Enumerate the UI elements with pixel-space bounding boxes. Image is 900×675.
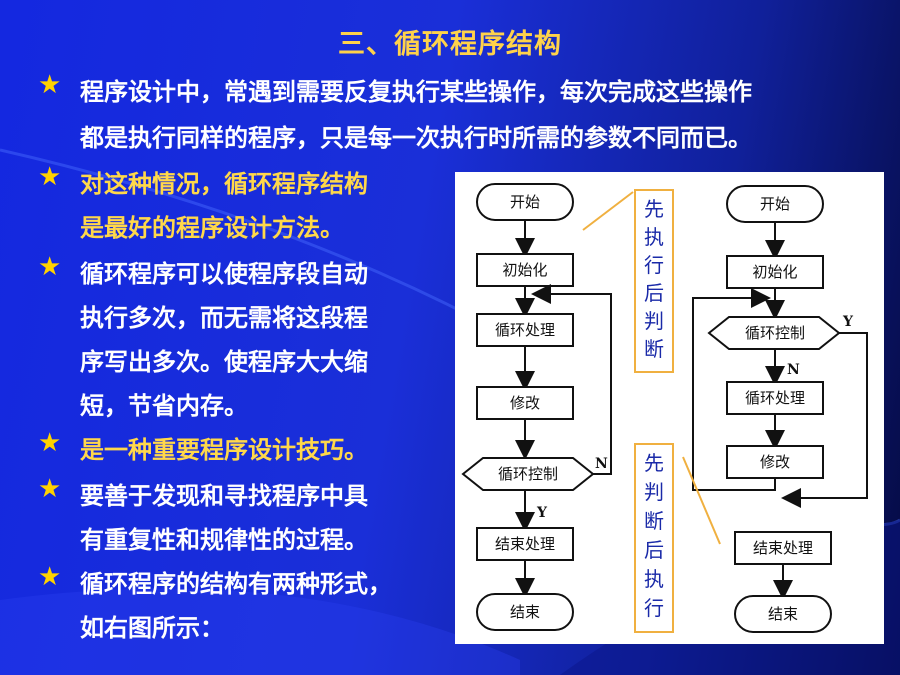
flowchart-panel: 开始 初始化 循环处理 修改 循环控制 N Y 结束处理 结束 开始 初始化 循… xyxy=(455,172,884,644)
bullet-2-line-1: 对这种情况，循环程序结构 xyxy=(80,170,368,198)
bullet-3-line-4: 短，节省内存。 xyxy=(80,392,248,420)
label-bottom-char: 行 xyxy=(644,596,664,620)
right-process-label: 循环处理 xyxy=(745,389,805,407)
label-bottom-char: 判 xyxy=(644,480,664,504)
left-start-label: 开始 xyxy=(510,193,540,211)
left-finish-box xyxy=(476,527,574,561)
label-top-char: 行 xyxy=(644,253,664,277)
label-top-char: 后 xyxy=(644,281,664,305)
label-bottom-char: 断 xyxy=(644,509,664,533)
right-finish-label: 结束处理 xyxy=(753,539,813,557)
star-bullet-icon: ★ xyxy=(38,70,62,100)
label-top-char: 判 xyxy=(644,309,664,333)
bullet-2-line-2: 是最好的程序设计方法。 xyxy=(80,214,344,242)
bullet-6-line-1: 循环程序的结构有两种形式， xyxy=(80,570,392,598)
right-control-label: 循环控制 xyxy=(745,324,805,342)
right-modify-label: 修改 xyxy=(760,453,790,471)
right-process-box xyxy=(726,381,824,415)
bullet-1-line-1: 程序设计中，常遇到需要反复执行某些操作，每次完成这些操作 xyxy=(80,78,752,106)
right-yes-label: Y xyxy=(842,314,854,330)
bullet-4-line-1: 是一种重要程序设计技巧。 xyxy=(80,436,368,464)
left-control-label: 循环控制 xyxy=(498,465,558,483)
bullet-5-line-2: 有重复性和规律性的过程。 xyxy=(80,526,368,554)
label-box-judge-first xyxy=(634,443,674,633)
label-bottom-char: 后 xyxy=(644,538,664,562)
bullet-5-line-1: 要善于发现和寻找程序中具 xyxy=(80,482,368,510)
bullet-3-line-2: 执行多次，而无需将这段程 xyxy=(80,304,368,332)
bullet-6-line-2: 如右图所示： xyxy=(80,614,224,642)
label-bottom-char: 执 xyxy=(644,567,664,591)
callout-line-top xyxy=(582,191,634,231)
star-bullet-icon: ★ xyxy=(38,474,62,504)
label-top-char: 执 xyxy=(644,225,664,249)
right-start-label: 开始 xyxy=(760,195,790,213)
left-finish-label: 结束处理 xyxy=(495,535,555,553)
right-end-label: 结束 xyxy=(768,605,798,623)
bullet-3-line-1: 循环程序可以使程序段自动 xyxy=(80,260,368,288)
left-init-box xyxy=(476,253,574,287)
right-init-label: 初始化 xyxy=(752,263,797,281)
left-init-label: 初始化 xyxy=(502,261,547,279)
right-end-terminal xyxy=(734,595,832,633)
left-process-label: 循环处理 xyxy=(495,321,555,339)
left-end-label: 结束 xyxy=(510,603,540,621)
bullet-3-line-3: 序写出多次。使程序大大缩 xyxy=(80,348,368,376)
star-bullet-icon: ★ xyxy=(38,428,62,458)
star-bullet-icon: ★ xyxy=(38,162,62,192)
left-yes-label: Y xyxy=(536,505,548,521)
left-flowchart: 开始 初始化 循环处理 修改 循环控制 N Y 结束处理 结束 xyxy=(461,183,612,631)
label-bottom-char: 先 xyxy=(644,451,664,475)
bullet-1-line-2: 都是执行同样的程序，只是每一次执行时所需的参数不同而已。 xyxy=(80,124,752,152)
left-modify-box xyxy=(476,386,574,420)
callout-line-bottom xyxy=(682,456,721,545)
left-no-label: N xyxy=(595,456,608,472)
label-box-execute-first xyxy=(634,189,674,373)
star-bullet-icon: ★ xyxy=(38,562,62,592)
label-top-char: 断 xyxy=(644,337,664,361)
left-modify-label: 修改 xyxy=(510,394,540,412)
label-top-char: 先 xyxy=(644,197,664,221)
right-no-label: N xyxy=(787,362,800,378)
slide-title: 三、循环程序结构 xyxy=(338,29,562,60)
star-bullet-icon: ★ xyxy=(38,252,62,282)
left-end-terminal xyxy=(476,593,574,631)
right-flowchart: 开始 初始化 循环控制 Y N 循环处理 修改 结束处理 结束 xyxy=(692,185,868,633)
